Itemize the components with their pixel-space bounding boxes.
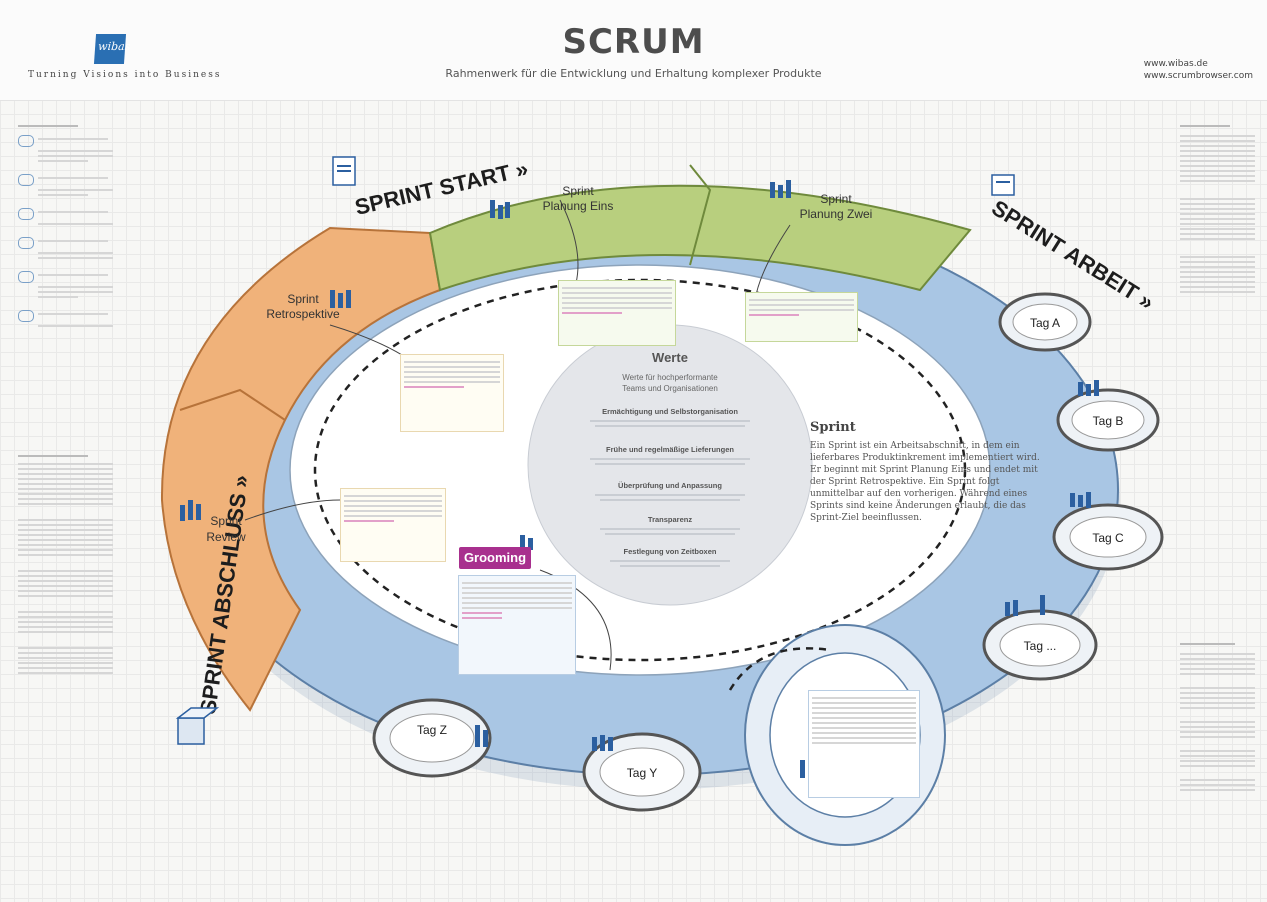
value-timeboxes: Festlegung von Zeitboxen <box>624 547 717 556</box>
review-description <box>340 488 446 562</box>
segment-divider <box>689 164 712 266</box>
sprint-abschluss-segment <box>160 226 442 712</box>
page-title: SCRUM <box>562 22 705 62</box>
day-ring-a <box>998 292 1092 352</box>
grooming-badge: Grooming <box>459 547 531 569</box>
retro-line2: Retrospektive <box>266 307 340 321</box>
role-icon <box>18 208 34 220</box>
values-subtitle1: Werte für hochperformante <box>622 373 718 382</box>
value-text-line <box>620 565 720 567</box>
value-empowerment: Ermächtigung und Selbstorganisation <box>602 407 738 416</box>
document-icon <box>991 174 1015 196</box>
url-scrumbrowser[interactable]: www.scrumbrowser.com <box>1143 71 1253 81</box>
team-icon <box>330 290 351 308</box>
values-title: Werte <box>652 350 688 365</box>
planung-zwei-line2: Planung Zwei <box>800 207 873 221</box>
value-text-line <box>595 463 745 465</box>
day-ring-dots <box>982 609 1098 681</box>
sprint-heading: Sprint <box>810 420 856 435</box>
day-ring-z <box>372 698 492 778</box>
header-urls: www.wibas.de www.scrumbrowser.com <box>1144 58 1253 82</box>
value-deliveries: Frühe und regelmäßige Lieferungen <box>606 445 734 454</box>
value-text-line <box>610 560 730 562</box>
team-icon <box>592 735 613 751</box>
day-ring-c <box>1052 503 1164 571</box>
left-sidebar-roles <box>18 122 113 330</box>
tagline: Turning Visions into Business <box>28 70 222 80</box>
retro-description <box>400 354 504 432</box>
team-icon <box>475 725 488 747</box>
team-icon <box>490 200 510 219</box>
role-icon <box>18 135 34 147</box>
grooming-description <box>458 575 576 675</box>
phase-sprint-arbeit: SPRINT ARBEIT » <box>987 195 1158 315</box>
value-transparency: Transparenz <box>648 515 692 524</box>
role-icon <box>18 310 34 322</box>
value-text-line <box>590 420 750 422</box>
day-ring-b <box>1056 388 1160 452</box>
day-z-label: Tag Z <box>417 723 447 737</box>
value-text-line <box>595 425 745 427</box>
value-text-line <box>595 494 745 496</box>
planung-zwei-description <box>745 292 858 342</box>
day-y-label: Tag Y <box>627 766 657 780</box>
retro-line1: Sprint <box>287 292 319 306</box>
value-text-line <box>605 533 735 535</box>
value-inspection: Überprüfung und Anpassung <box>618 481 722 490</box>
segment-divider <box>179 388 286 421</box>
page-subtitle: Rahmenwerk für die Entwicklung und Erhal… <box>445 67 822 80</box>
sprint-path <box>313 278 967 662</box>
planung-zwei-line1: Sprint <box>820 192 852 206</box>
review-line1: Sprint <box>210 514 242 528</box>
value-text-line <box>590 458 750 460</box>
leader-line <box>244 499 341 521</box>
role-icon <box>18 271 34 283</box>
role-icon <box>18 237 34 249</box>
day-a-label: Tag A <box>1030 316 1060 330</box>
header: wibas Turning Visions into Business SCRU… <box>0 0 1267 101</box>
team-icon <box>1070 492 1091 508</box>
team-icon <box>1078 380 1099 396</box>
daily-scrum-description <box>808 690 920 798</box>
increment-cube-icon <box>175 707 220 745</box>
values-subtitle2: Teams und Organisationen <box>622 384 718 393</box>
team-icon <box>520 535 533 550</box>
team-icon <box>1005 595 1045 616</box>
role-icon <box>18 174 34 186</box>
day-dots-label: Tag ... <box>1024 639 1057 653</box>
url-wibas[interactable]: www.wibas.de <box>1143 59 1208 69</box>
value-text-line <box>600 528 740 530</box>
right-sidebar-artifacts <box>1180 640 1255 794</box>
planung-eins-description <box>558 280 676 346</box>
right-sidebar-roles <box>1180 122 1255 296</box>
document-icon <box>332 156 356 186</box>
review-line2: Review <box>206 530 246 544</box>
team-icon <box>180 500 201 521</box>
day-b-label: Tag B <box>1093 414 1124 428</box>
day-c-label: Tag C <box>1092 531 1124 545</box>
left-sidebar-artifacts <box>18 452 113 677</box>
team-icon <box>770 180 791 198</box>
day-ring-y <box>582 732 702 812</box>
value-text-line <box>600 499 740 501</box>
planung-eins-line2: Planung Eins <box>543 199 614 213</box>
sprint-description: Ein Sprint ist ein Arbeitsabschnitt, in … <box>810 441 1040 523</box>
daily-path <box>728 647 831 691</box>
planung-eins-line1: Sprint <box>562 184 594 198</box>
